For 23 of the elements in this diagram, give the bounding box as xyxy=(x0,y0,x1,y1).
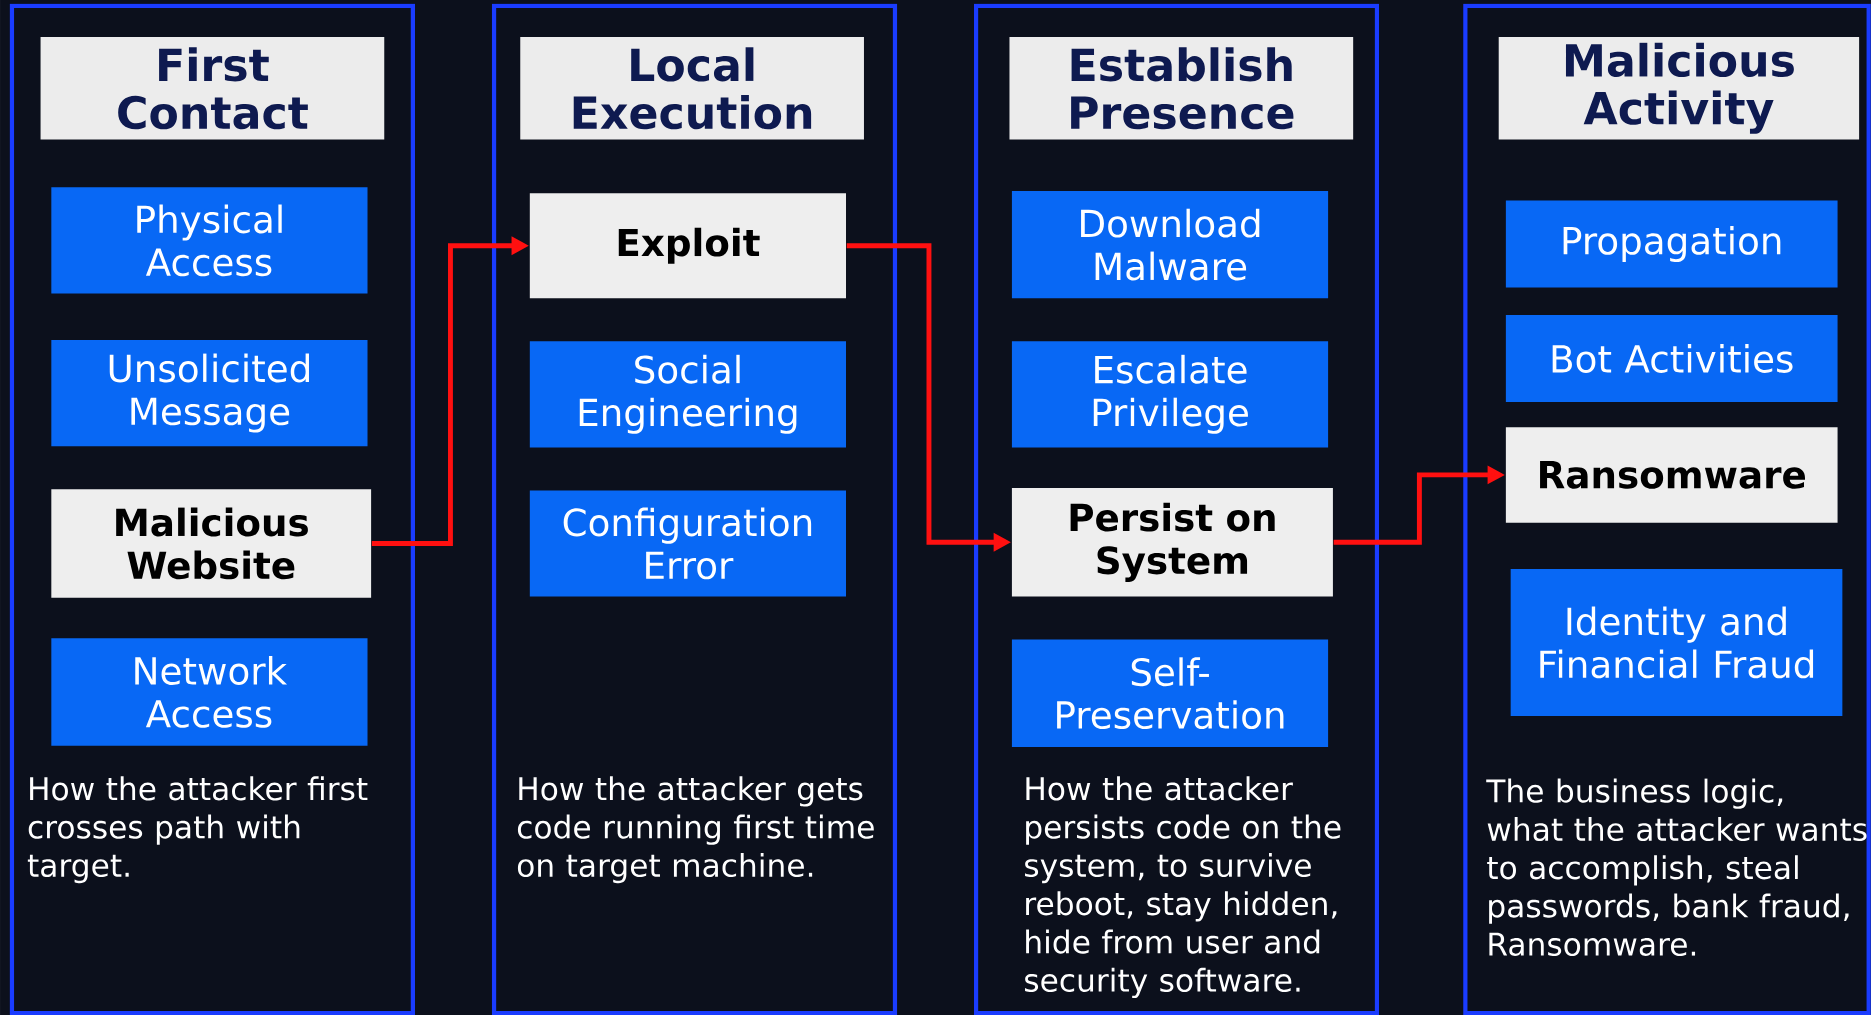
highlighted-step-box: Exploit xyxy=(529,193,846,299)
description-text: How the attacker persists code on the system, to survive reboot, stay hidden, hide from user and security software. xyxy=(1025,776,1341,998)
step-box: Propagation xyxy=(1505,200,1838,288)
heading-box: Establish Presence xyxy=(1009,36,1354,140)
highlighted-step-box: Persist on System xyxy=(1011,487,1333,597)
step-box: Identity and Financial Fraud xyxy=(1510,568,1843,716)
highlighted-step-box: Malicious Website xyxy=(51,489,372,598)
step-box: Network Access xyxy=(51,638,368,746)
description-text: The business logic, what the attacker wants to accomplish, steal passwords, bank fraud, Ransomware. xyxy=(1486,778,1867,956)
step-box: Configuration Error xyxy=(529,490,846,597)
step-box: Social Engineering xyxy=(529,341,846,448)
heading-box: First Contact xyxy=(40,36,385,140)
step-box: Download Malware xyxy=(1011,190,1329,299)
description-text: How the attacker first crosses path with target. xyxy=(27,776,368,883)
step-box: Escalate Privilege xyxy=(1011,341,1329,448)
step-box: Self-Preservation xyxy=(1011,639,1329,747)
heading-box: Malicious Activity xyxy=(1498,36,1860,140)
step-box: Bot Activities xyxy=(1505,314,1838,402)
step-box: Physical Access xyxy=(51,187,368,294)
heading-box: Local Execution xyxy=(520,36,864,140)
highlighted-step-box: Ransomware xyxy=(1505,426,1838,523)
step-box: Unsolicited Message xyxy=(51,339,368,446)
description-text: How the attacker gets code running first time on target machine. xyxy=(517,776,874,883)
